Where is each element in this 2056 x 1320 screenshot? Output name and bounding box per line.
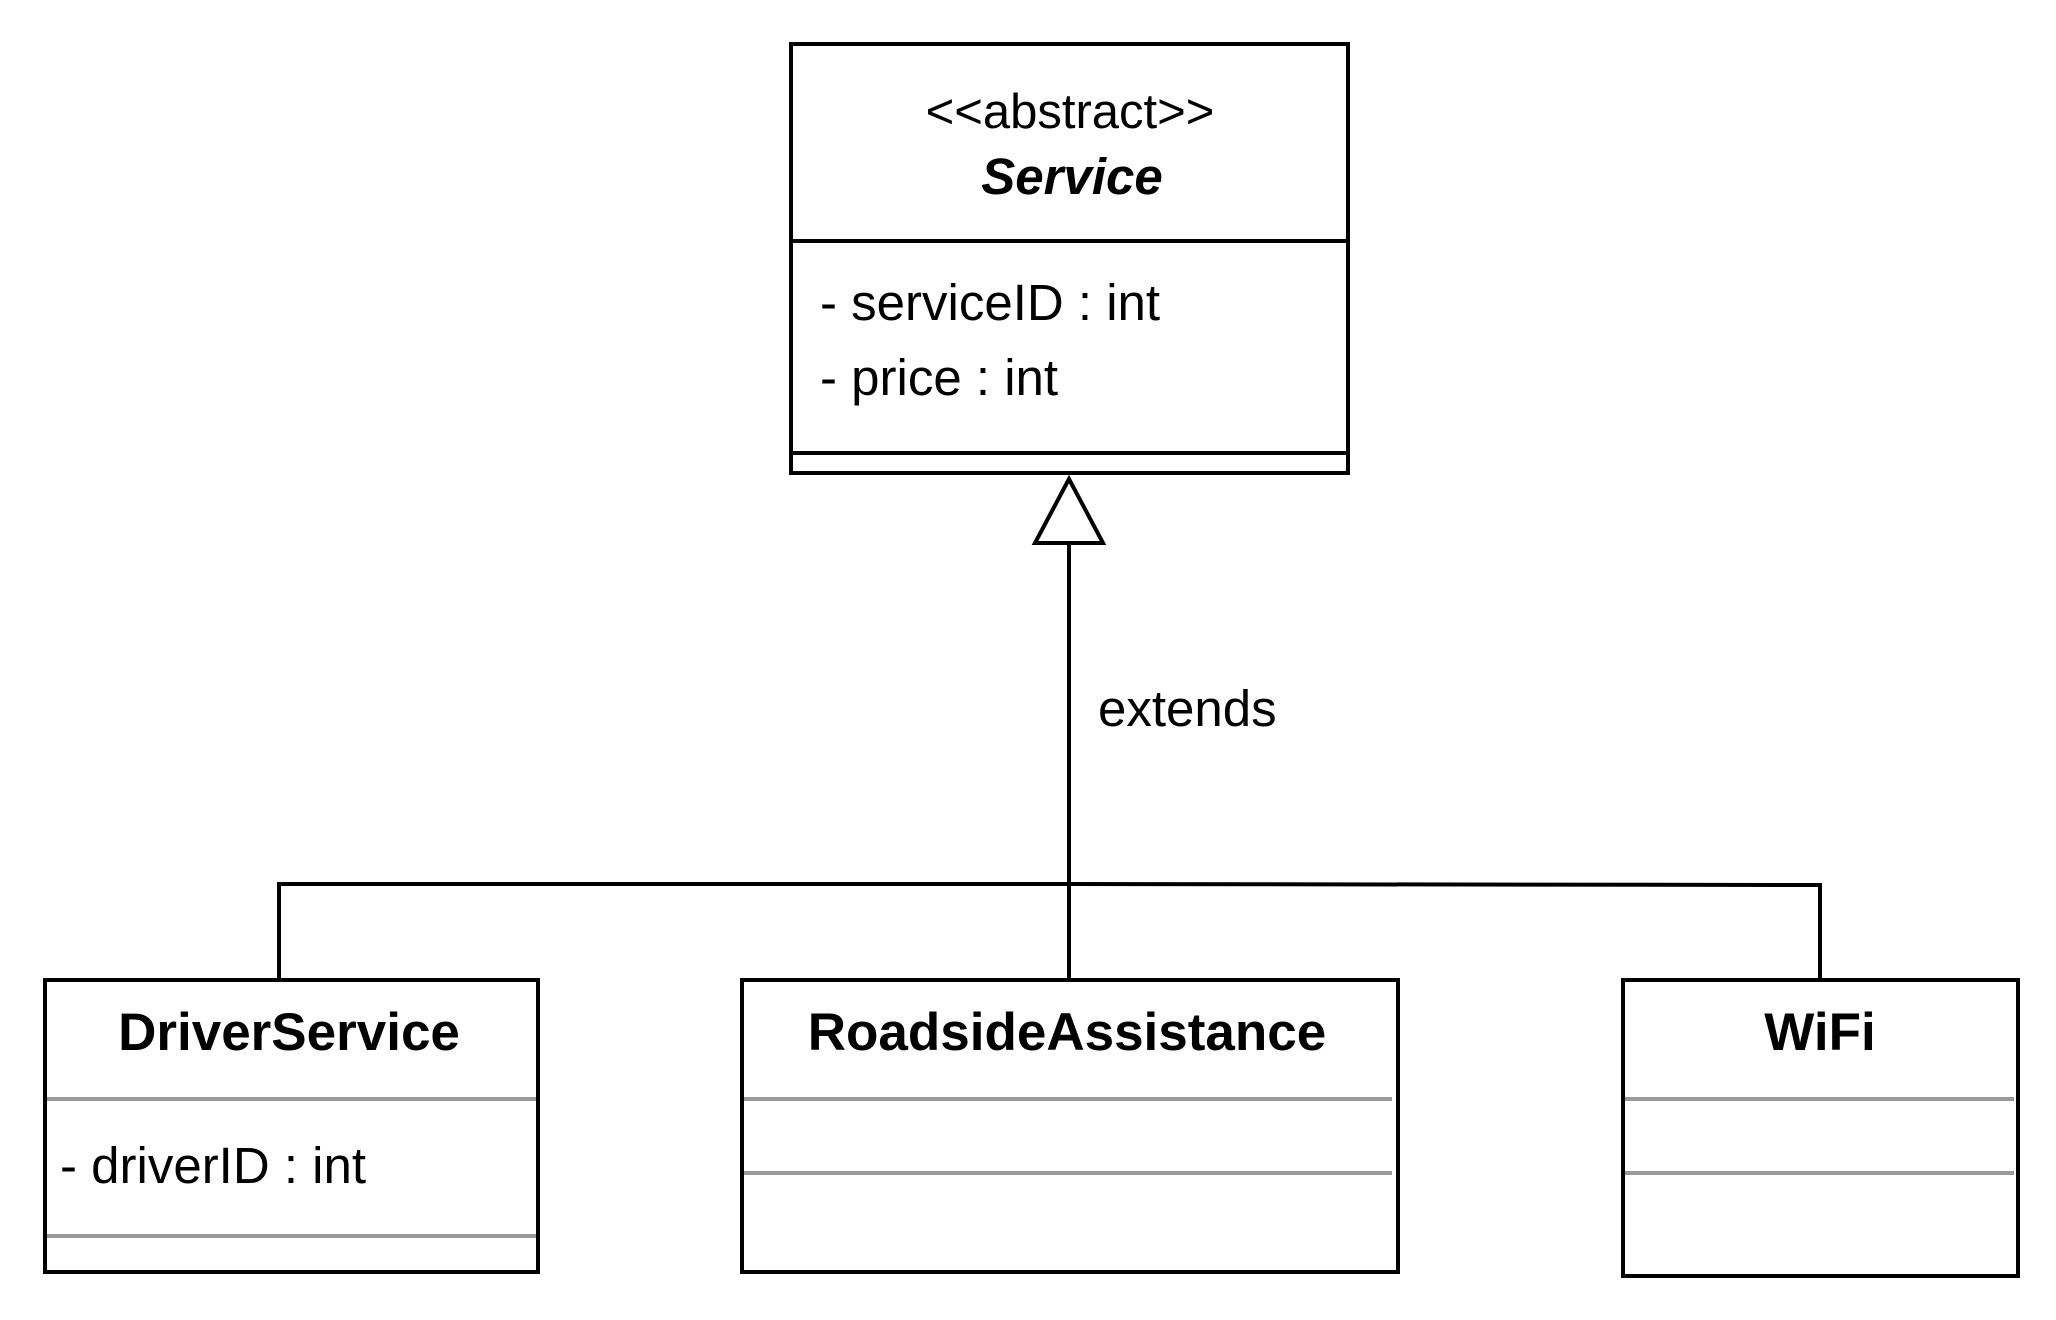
class-service-name: Service — [981, 148, 1163, 205]
class-driver-service-attribute: - driverID : int — [60, 1137, 366, 1194]
class-roadside-assistance-box — [740, 978, 1400, 1274]
branch-driver-service — [277, 882, 1069, 980]
extends-label: extends — [1098, 680, 1277, 737]
class-service-box — [789, 42, 1350, 475]
class-wifi-name: WiFi — [1764, 1003, 1875, 1062]
inheritance-arrowhead-icon — [1031, 474, 1107, 545]
class-wifi[interactable]: WiFi — [1621, 978, 2020, 1278]
class-driver-service[interactable]: DriverService - driverID : int — [43, 978, 540, 1274]
class-roadside-assistance-name: RoadsideAssistance — [808, 1003, 1326, 1062]
class-roadside-assistance[interactable]: RoadsideAssistance — [740, 978, 1400, 1274]
class-driver-service-name: DriverService — [118, 1003, 460, 1062]
branch-wifi — [1068, 882, 1822, 980]
class-driver-service-box — [43, 978, 540, 1274]
class-service-attribute: - serviceID : int — [820, 274, 1160, 331]
class-service-attribute: - price : int — [820, 349, 1058, 406]
generalization-connector — [277, 543, 1822, 980]
class-service-stereotype: <<abstract>> — [926, 85, 1215, 139]
class-wifi-box — [1621, 978, 2020, 1278]
class-service[interactable]: <<abstract>> Service - serviceID : int -… — [789, 42, 1350, 475]
